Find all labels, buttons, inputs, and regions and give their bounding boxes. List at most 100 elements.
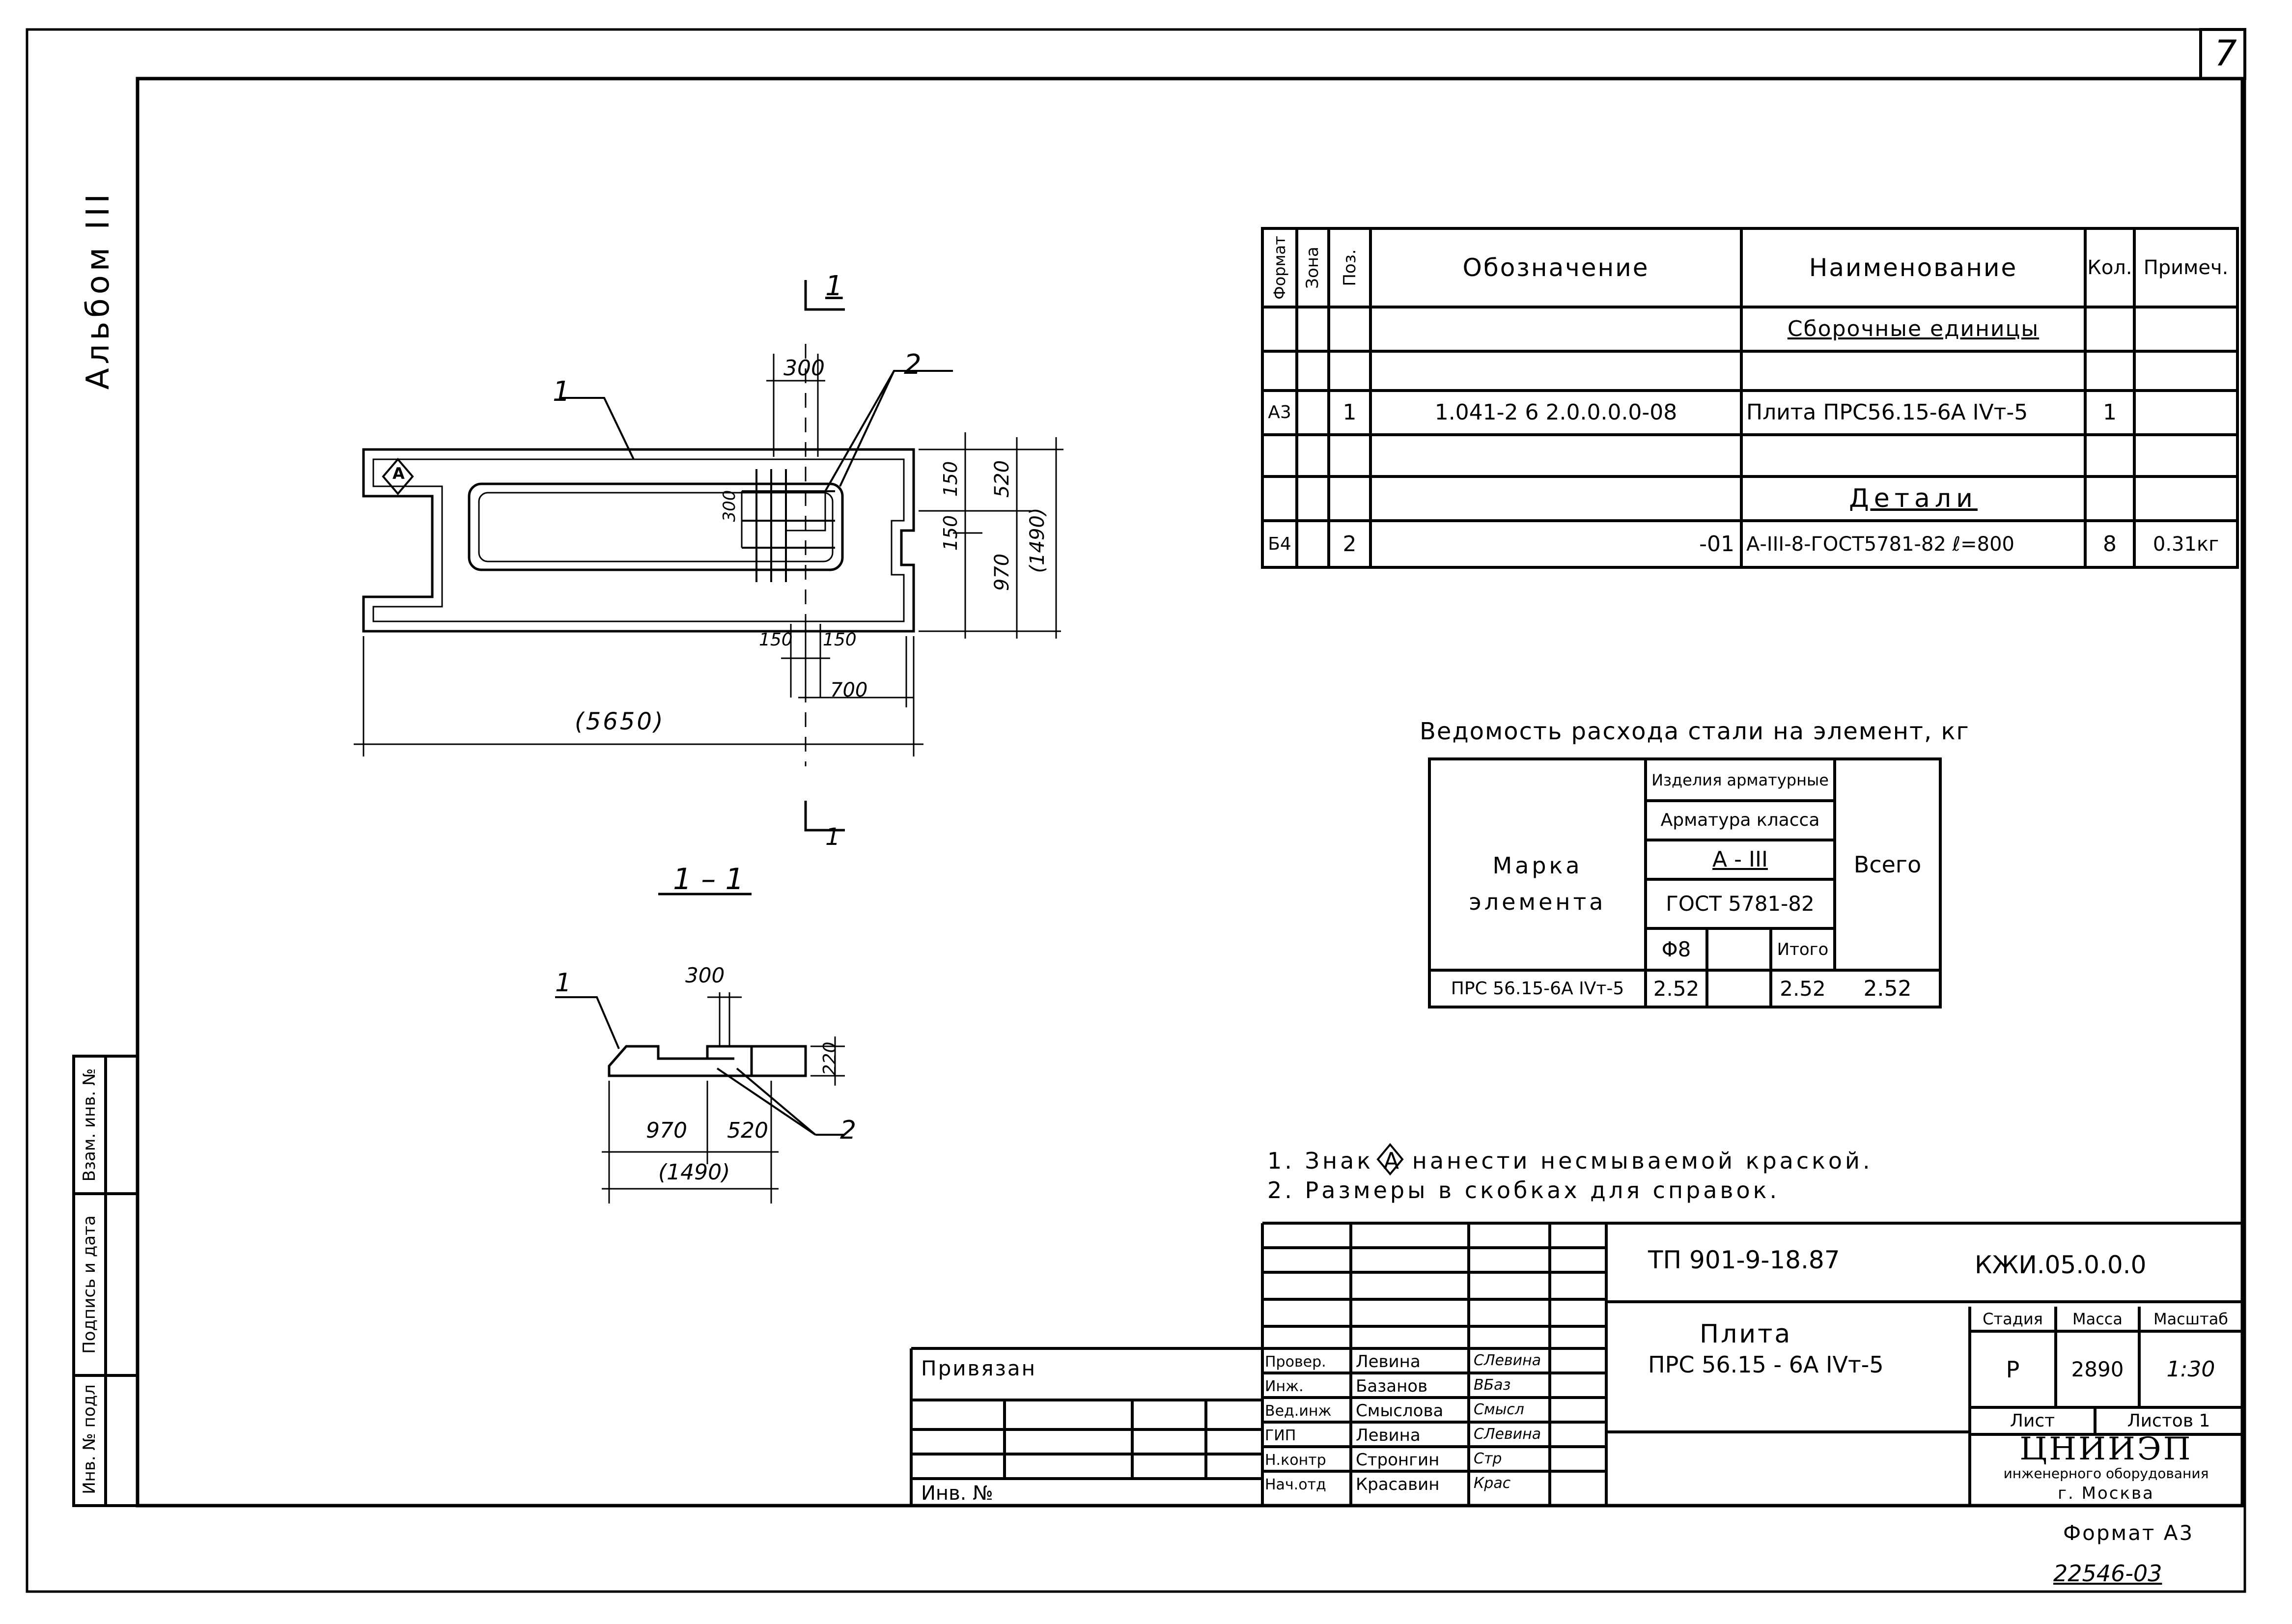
spec-row2-pos: 2 — [1342, 531, 1357, 557]
album-label: Альбом III — [80, 190, 116, 390]
spec-row2-note: 0.31кг — [2152, 532, 2219, 556]
steel-rebar-class: Арматура класса — [1660, 810, 1820, 830]
stage-header: Стадия — [1983, 1310, 2043, 1328]
spec-row2-designation: -01 — [1699, 531, 1734, 557]
plan-label-1: 1 — [553, 376, 570, 408]
section-label-1: 1 — [555, 968, 572, 998]
section-dim-1490: (1490) — [658, 1160, 730, 1185]
spec-row1-name: Плита ПРС56.15-6А IVт-5 — [1746, 400, 2028, 425]
section-title: 1 – 1 — [673, 862, 744, 896]
section-dim-970: 970 — [646, 1118, 687, 1143]
item-code: ПРС 56.15 - 6А IVт-5 — [1648, 1351, 1884, 1378]
plan-dim-300v: 300 — [720, 490, 739, 522]
title-inv: Инв. № — [921, 1482, 993, 1505]
role-3-sign: СЛевина — [1474, 1426, 1541, 1443]
steel-products: Изделия арматурные — [1651, 770, 1829, 789]
spec-header-note: Примеч. — [2143, 256, 2229, 279]
stamp-inv-label: Инв. № подл — [80, 1384, 99, 1494]
note-marker-diamond — [1376, 1143, 1404, 1176]
stamp-sign-label: Подпись и дата — [80, 1215, 99, 1354]
sheets-header: Листов 1 — [2127, 1410, 2210, 1431]
project-code: ТП 901-9-18.87 — [1648, 1246, 1840, 1274]
section-label-2: 2 — [840, 1116, 857, 1145]
org-city: г. Москва — [2058, 1484, 2154, 1503]
steel-row-subtotal: 2.52 — [1780, 976, 1826, 1001]
plan-dim-1490: (1490) — [1026, 507, 1049, 573]
steel-diameter: Φ8 — [1661, 937, 1691, 961]
spec-header-qty: Кол. — [2087, 256, 2132, 279]
section-mark-top: 1 — [825, 270, 843, 302]
steel-subtotal-header: Итого — [1777, 939, 1829, 959]
plan-dim-520: 520 — [991, 460, 1013, 498]
plan-dim-300: 300 — [783, 356, 825, 381]
plan-dim-5650: (5650) — [575, 708, 665, 735]
archive-number: 22546-03 — [2053, 1560, 2162, 1587]
role-0-sign: СЛевина — [1474, 1352, 1541, 1369]
role-4: Н.контр — [1265, 1452, 1326, 1469]
spec-row2-qty: 8 — [2103, 531, 2117, 557]
role-5-name: Красавин — [1356, 1475, 1440, 1494]
role-1-sign: ВБаз — [1474, 1376, 1511, 1394]
role-3: ГИП — [1265, 1427, 1296, 1444]
plan-dim-970: 970 — [991, 553, 1013, 591]
plan-dim-150c: 150 — [759, 630, 793, 650]
spec-row1-format: А3 — [1268, 402, 1291, 422]
plan-dim-700: 700 — [830, 679, 868, 701]
note-1: 1. Знак А нанести несмываемой краской. — [1267, 1148, 1873, 1174]
role-2-sign: Смысл — [1474, 1401, 1524, 1418]
steel-mark-header: Марка элемента — [1469, 852, 1606, 915]
role-0-name: Левина — [1356, 1352, 1421, 1372]
section-dim-220: 220 — [820, 1041, 840, 1076]
spec-section-details: Детали — [1849, 484, 1978, 513]
plan-label-2: 2 — [904, 349, 922, 381]
steel-row-mark: ПРС 56.15-6А IVт-5 — [1451, 978, 1624, 999]
section-view — [555, 893, 845, 1204]
steel-row-empty — [1707, 970, 1771, 1007]
spec-header-designation: Обозначение — [1462, 253, 1649, 282]
role-3-name: Левина — [1356, 1426, 1421, 1445]
mass-value: 2890 — [2071, 1357, 2124, 1381]
spec-header-format: Формат — [1270, 236, 1289, 300]
spec-row2-format: Б4 — [1268, 533, 1291, 554]
title-bound: Привязан — [921, 1356, 1037, 1380]
role-1: Инж. — [1265, 1378, 1304, 1395]
role-0: Провер. — [1265, 1353, 1326, 1371]
mass-header: Масса — [2072, 1310, 2123, 1328]
spec-row1-qty: 1 — [2103, 400, 2117, 425]
section-dim-520: 520 — [727, 1118, 768, 1143]
note-2: 2. Размеры в скобках для справок. — [1267, 1177, 1780, 1204]
spec-row2-name: А-III-8-ГОСТ5781-82 ℓ=800 — [1746, 532, 2014, 556]
format-label: Формат А3 — [2063, 1521, 2194, 1545]
spec-row1-pos: 1 — [1342, 400, 1357, 425]
steel-table-title: Ведомость расхода стали на элемент, кг — [1420, 718, 1970, 745]
role-1-name: Базанов — [1356, 1376, 1428, 1396]
role-5: Нач.отд — [1265, 1476, 1326, 1493]
steel-row-d8: 2.52 — [1653, 976, 1700, 1001]
spec-section-assembly: Сборочные единицы — [1787, 316, 2040, 341]
role-5-sign: Крас — [1474, 1475, 1511, 1492]
doc-code: КЖИ.05.0.0.0 — [1975, 1251, 2147, 1279]
steel-row-total: 2.52 — [1863, 976, 1912, 1001]
plan-dim-150a: 150 — [940, 461, 961, 497]
plan-dim-150b: 150 — [940, 515, 961, 551]
stage-value: Р — [2006, 1356, 2020, 1383]
role-2-name: Смыслова — [1356, 1401, 1444, 1421]
steel-total-header: Всего — [1853, 851, 1922, 878]
sheet-header: Лист — [2010, 1410, 2055, 1431]
scale-value: 1:30 — [2166, 1356, 2215, 1382]
steel-class: А - III — [1712, 847, 1768, 872]
role-4-sign: Стр — [1474, 1450, 1502, 1467]
plan-dim-150d: 150 — [823, 630, 857, 650]
plan-marker-letter: А — [392, 464, 405, 483]
section-mark-bottom: 1 — [825, 823, 840, 851]
section-dim-300: 300 — [685, 963, 725, 987]
spec-row1-designation: 1.041-2 6 2.0.0.0.0-08 — [1434, 400, 1677, 425]
sheet-number: 7 — [2214, 32, 2237, 74]
role-2: Вед.инж — [1265, 1402, 1332, 1420]
stamp-replace-label: Взам. инв. № — [80, 1068, 99, 1182]
org-name: ЦНИИЭП — [2019, 1431, 2193, 1467]
role-4-name: Стронгин — [1356, 1450, 1440, 1470]
org-sub: инженерного оборудования — [2003, 1465, 2209, 1482]
steel-gost: ГОСТ 5781-82 — [1666, 892, 1815, 916]
